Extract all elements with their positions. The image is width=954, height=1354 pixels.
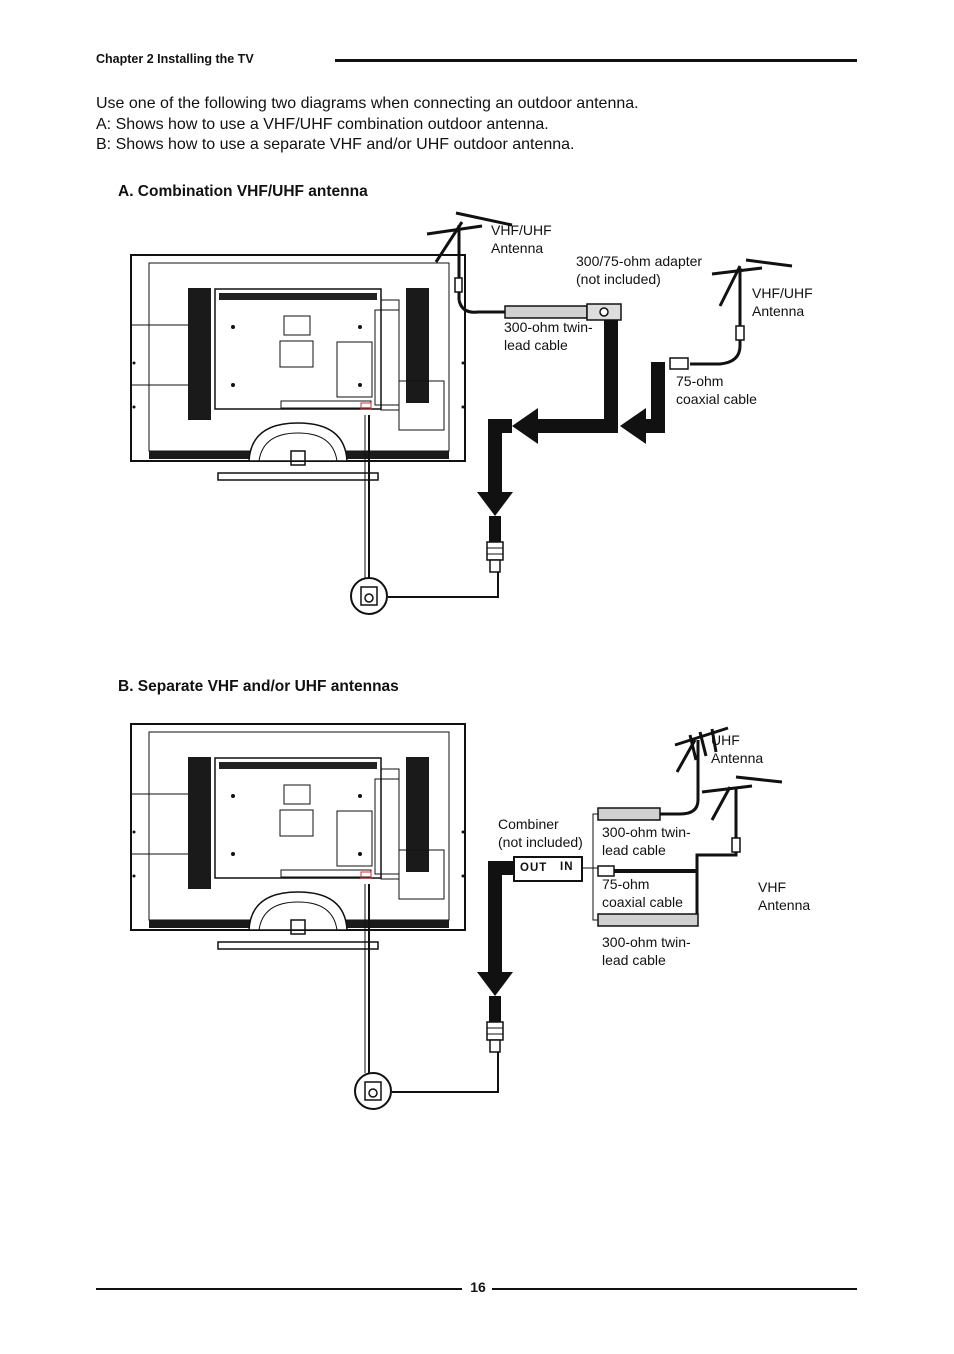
label-adapter: 300/75-ohm adapter (not included) — [576, 253, 703, 287]
uhf-antenna-icon — [660, 726, 729, 816]
intro-line-2: A: Shows how to use a VHF/UHF combinatio… — [96, 115, 549, 133]
label-combiner: Combiner (not included) — [498, 816, 583, 850]
header-rule — [335, 59, 857, 62]
combiner-in-label: IN — [560, 861, 574, 873]
label-vhf-antenna: VHF Antenna — [758, 879, 811, 913]
tv-back-b — [130, 723, 466, 950]
footer-rule-right — [492, 1288, 857, 1290]
label-vhf-uhf-antenna-2: VHF/UHF Antenna — [752, 285, 813, 319]
coax-connector-icon — [669, 357, 689, 370]
diagram-b-heading: B. Separate VHF and/or UHF antennas — [118, 678, 399, 695]
wall-outlet-b — [354, 1072, 392, 1110]
intro-text: Use one of the following two diagrams wh… — [96, 94, 639, 156]
diagram-a-heading: A. Combination VHF/UHF antenna — [118, 183, 368, 200]
vhf-antenna-icon — [684, 775, 783, 918]
label-uhf-antenna: UHF Antenna — [711, 732, 764, 766]
chapter-title: Chapter 2 Installing the TV — [96, 52, 254, 66]
intro-line-1: Use one of the following two diagrams wh… — [96, 95, 639, 112]
combiner-out-label: OUT — [520, 862, 548, 874]
label-coaxial: 75-ohm coaxial cable — [676, 373, 757, 407]
twin-lead-cable — [504, 305, 588, 319]
label-vhf-uhf-antenna-1: VHF/UHF Antenna — [491, 222, 552, 256]
label-twin-lead-top: 300-ohm twin- lead cable — [602, 824, 691, 858]
tv-back-a — [130, 254, 466, 481]
label-coaxial-b: 75-ohm coaxial cable — [602, 876, 683, 910]
label-twin-lead-bottom: 300-ohm twin- lead cable — [602, 934, 691, 968]
wall-outlet-a — [350, 577, 388, 615]
intro-line-3: B: Shows how to use a separate VHF and/o… — [96, 136, 575, 153]
label-twin-lead: 300-ohm twin- lead cable — [504, 319, 593, 353]
footer-rule-left — [96, 1288, 462, 1290]
page-number: 16 — [470, 1279, 486, 1295]
